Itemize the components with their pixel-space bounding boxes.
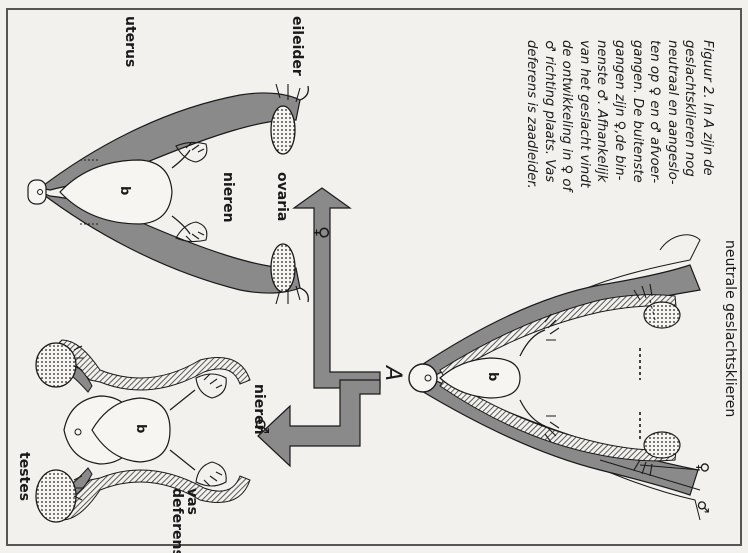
label-bladder-male: b (133, 424, 148, 433)
caption-line: Figuur 2. In A zijn de (698, 40, 716, 191)
arrow-to-female (294, 188, 380, 388)
caption-line: van het geslacht vindt (575, 40, 593, 191)
label-kidneys-female: nieren (220, 172, 236, 223)
label-kidneys-male: nieren (251, 384, 267, 435)
label-neutral-gonads: neutrale geslachtsklieren (722, 240, 738, 417)
caption-line: deferens is zaadleider. (522, 40, 540, 191)
caption-line: nenste ♂. Afhankelijk (593, 40, 611, 191)
female-stage (28, 84, 308, 304)
label-uterus: uterus (122, 16, 138, 67)
male-kidney-upper (196, 374, 226, 398)
label-stage-a: A (380, 366, 405, 381)
caption-line: neutraal en aangeslo- (663, 40, 681, 191)
caption-line: de ontwikkeling in ♀ of (558, 40, 576, 191)
caption-line: gangen zijn ♀,de bin- (610, 40, 628, 191)
caption-line: gangen. De buitenste (628, 40, 646, 191)
male-testis-lower (36, 470, 76, 522)
label-oviduct: eileider (289, 16, 305, 76)
caption-line: ♂ richting plaats. Vas (540, 40, 558, 191)
label-bladder-female: b (117, 186, 132, 195)
arrow-to-male (258, 380, 380, 466)
neutral-cloaca (409, 364, 437, 392)
female-ovary-lower (271, 244, 295, 292)
label-female-symbol: ♀ (311, 226, 332, 239)
caption-line: ten op ♀ en ♂ afvoer- (646, 40, 664, 191)
neutral-gonad-upper (644, 302, 680, 328)
caption-line: geslachtsklieren nog (681, 40, 699, 191)
neutral-gonad-lower (644, 432, 680, 458)
label-female-duct-marker: ♀ (694, 462, 712, 473)
label-vas-deferens: vas deferens (169, 488, 199, 553)
figure-caption: Figuur 2. In A zijn de geslachtsklieren … (522, 40, 716, 191)
female-uterus (40, 93, 300, 190)
male-testis-upper (36, 343, 76, 387)
label-ovaries: ovaria (274, 172, 290, 221)
female-ovary-upper (271, 106, 295, 154)
neutral-stage (409, 235, 700, 520)
label-testes: testes (16, 452, 32, 501)
male-kidney-lower (196, 462, 226, 486)
label-male-duct-marker: ♂ (694, 500, 712, 513)
label-bladder-neutral: b (485, 372, 500, 381)
